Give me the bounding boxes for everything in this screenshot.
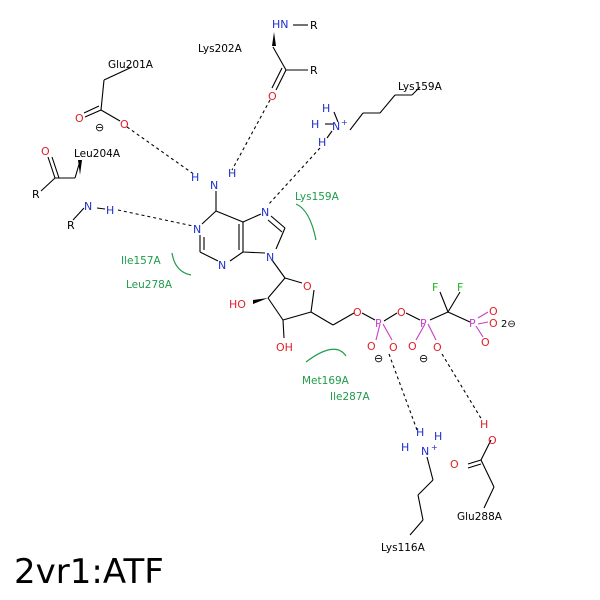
- residue-glu201: Glu201A: [108, 59, 154, 71]
- atom-leu204-r1: R: [32, 188, 40, 201]
- atom-n6: N: [210, 179, 218, 192]
- atom-o3a: O: [397, 306, 406, 319]
- atom-lys159-n: N: [332, 120, 340, 133]
- atom-pb-o2: O: [433, 341, 442, 354]
- atom-lys159-h1: H: [322, 102, 330, 115]
- hydrophobic-ile287: Ile287A: [330, 391, 371, 403]
- atom-n6-h1: H: [191, 171, 199, 184]
- atom-lys159-h2: H: [311, 118, 319, 131]
- hydrophobic-leu278: Leu278A: [126, 279, 173, 291]
- atom-lys202-o: O: [268, 90, 277, 103]
- atom-lys116-h2: H: [434, 430, 442, 443]
- atom-glu288-h: H: [480, 418, 488, 431]
- atom-lys202-hn: HN: [272, 18, 289, 31]
- atom-lys116-h3: H: [401, 441, 409, 454]
- charge-lys159: +: [341, 118, 348, 127]
- phosphate-bonds: [375, 311, 489, 341]
- wedge-lys202: [272, 32, 276, 46]
- atom-pa: P: [375, 317, 382, 330]
- atom-lys116-h1: H: [416, 426, 424, 439]
- atom-pg-o3: O: [481, 336, 490, 349]
- atom-ribose-o4: O: [303, 280, 312, 293]
- hydrophobic-arcs: [171, 203, 347, 363]
- charge-glu201: ⊖: [95, 121, 104, 134]
- charge-pg: 2⊖: [501, 319, 516, 330]
- hydrophobic-lys159: Lys159A: [295, 191, 340, 203]
- atom-n1: N: [193, 223, 201, 236]
- atom-pb: P: [420, 317, 427, 330]
- atom-pg-o1: O: [489, 305, 498, 318]
- atom-pg: P: [469, 317, 476, 330]
- residue-leu204: Leu204A: [74, 148, 121, 160]
- atom-glu201-o1: O: [75, 112, 84, 125]
- atom-pb-o1: O: [408, 340, 417, 353]
- atom-leu204-h: H: [106, 204, 114, 217]
- atom-o5: O: [353, 306, 362, 319]
- wedge-leu204: [78, 160, 82, 175]
- atom-lys116-n: N: [421, 445, 429, 458]
- hbonds: [117, 99, 483, 431]
- atom-lys202-r1: R: [310, 19, 318, 32]
- atom-glu288-o: O: [450, 458, 459, 471]
- atom-n9: N: [266, 251, 274, 264]
- wedge-ribose-oh: [253, 298, 268, 304]
- caption: 2vr1:ATF: [14, 552, 164, 592]
- residue-lys159: Lys159A: [398, 81, 443, 93]
- bonds: [40, 24, 495, 536]
- atom-f1: F: [432, 281, 438, 294]
- hydrophobic-met169: Met169A: [302, 375, 350, 387]
- atom-glu201-o2: O: [120, 118, 129, 131]
- hydrophobic-ile157: Ile157A: [121, 255, 162, 267]
- atom-ribose-oh2: HO: [229, 298, 246, 311]
- charge-pb: ⊖: [419, 352, 428, 365]
- atom-leu204-o: O: [41, 145, 50, 158]
- atom-leu204-r2: R: [67, 219, 75, 232]
- atom-lys159-h3: H: [318, 136, 326, 149]
- residue-glu288: Glu288A: [457, 511, 503, 523]
- atom-n7: N: [261, 206, 269, 219]
- atom-pg-o2: O: [489, 317, 498, 330]
- atom-leu204-n: N: [84, 200, 92, 213]
- atom-n6-h2: H: [228, 167, 236, 180]
- residue-lys202: Lys202A: [198, 43, 243, 55]
- atom-ribose-oh3: OH: [276, 341, 293, 354]
- charge-pa: ⊖: [374, 352, 383, 365]
- atom-n3: N: [218, 259, 226, 272]
- atom-f2: F: [457, 281, 463, 294]
- atom-lys202-r2: R: [310, 64, 318, 77]
- atom-pa-o2: O: [389, 341, 398, 354]
- atom-pa-o1: O: [367, 340, 376, 353]
- atom-glu288-oh: O: [488, 434, 497, 447]
- charge-lys116: +: [431, 443, 438, 452]
- residue-lys116: Lys116A: [381, 542, 426, 554]
